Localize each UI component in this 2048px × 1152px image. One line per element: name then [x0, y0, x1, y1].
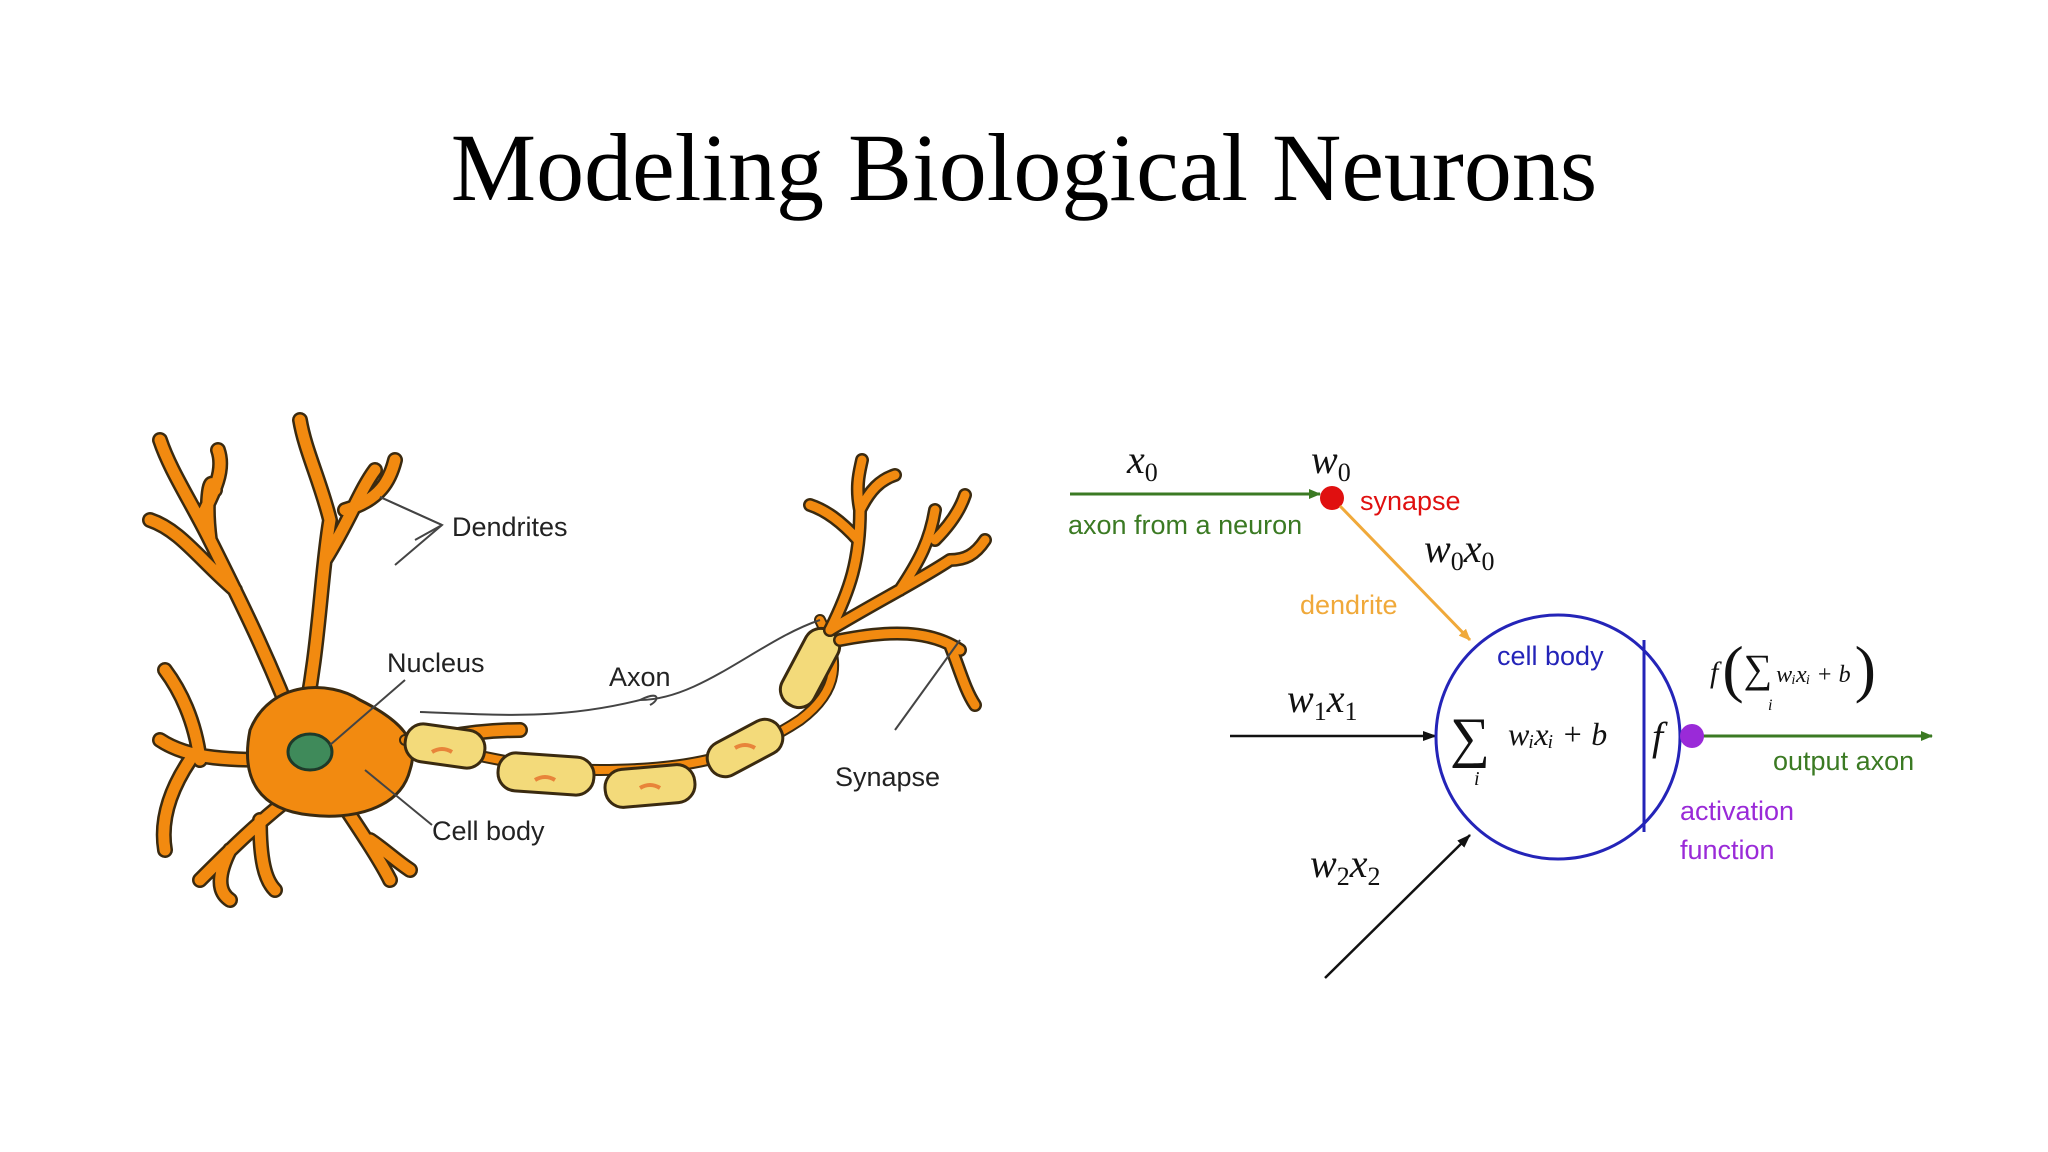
- slide-title: Modeling Biological Neurons: [450, 114, 1598, 221]
- label-cell-body: cell body: [1497, 641, 1604, 671]
- label-synapse: synapse: [1360, 486, 1461, 516]
- label-axon-from-neuron: axon from a neuron: [1068, 510, 1302, 540]
- bio-label-cell-body: Cell body: [432, 816, 545, 846]
- bio-label-axon: Axon: [609, 662, 671, 692]
- label-x0: x0: [1126, 437, 1158, 487]
- mathematical-neuron-model: x0 w0 synapse axon from a neuron w0x0 de…: [1068, 437, 1933, 979]
- nucleus-shape: [286, 732, 334, 772]
- dendrite-arrow: [1338, 504, 1472, 642]
- synapse-dot: [1320, 486, 1344, 510]
- axon-terminals: [803, 453, 992, 712]
- label-dendrite: dendrite: [1300, 590, 1398, 620]
- bio-label-synapse: Synapse: [835, 762, 940, 792]
- label-w0: w0: [1311, 437, 1351, 487]
- label-output-axon: output axon: [1773, 746, 1914, 776]
- label-activation: activation: [1680, 796, 1794, 826]
- biological-neuron: Dendrites Nucleus Axon Synapse Cell body: [142, 412, 992, 908]
- bio-label-dendrites: Dendrites: [452, 512, 568, 542]
- sum-expression: wᵢxᵢ + b: [1508, 716, 1607, 752]
- label-function: function: [1680, 835, 1775, 865]
- output-expression: f(∑wᵢxᵢ + b): [1710, 633, 1876, 704]
- bio-label-nucleus: Nucleus: [387, 648, 485, 678]
- input-w2x2-arrow: [1324, 834, 1471, 979]
- activation-dot: [1680, 724, 1704, 748]
- activation-f: f: [1652, 714, 1668, 759]
- label-w1x1: w1x1: [1287, 676, 1357, 726]
- axon: [399, 614, 842, 809]
- label-w2x2: w2x2: [1310, 841, 1380, 891]
- sum-index: i: [1474, 768, 1480, 790]
- label-w0x0: w0x0: [1424, 526, 1494, 576]
- callout-lines: [329, 496, 961, 826]
- sum-symbol: ∑: [1450, 707, 1490, 769]
- output-sum-index: i: [1768, 697, 1772, 714]
- cell-body-circle: [1434, 613, 1682, 861]
